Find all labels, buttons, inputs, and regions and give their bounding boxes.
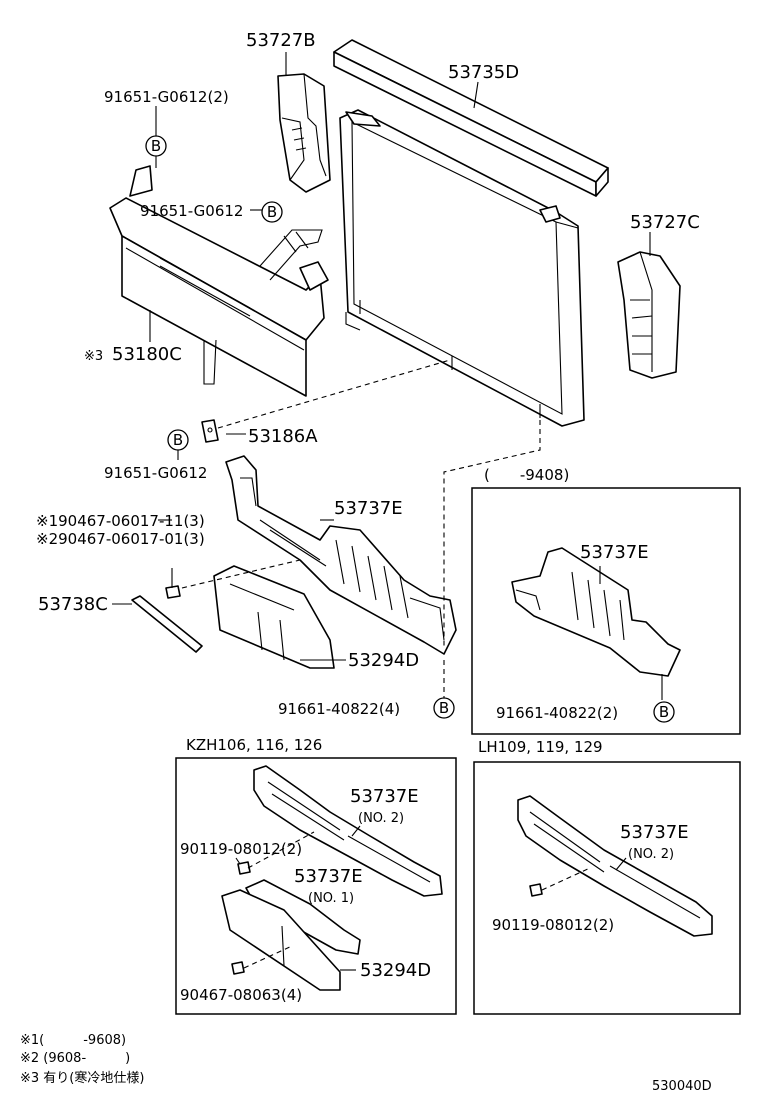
box3-label-53737e: 53737E (620, 822, 689, 843)
box2-label-no1: (NO. 1) (308, 891, 354, 906)
label-91651-g0612-low: 91651-G0612 (104, 464, 207, 482)
variant-box-kzh (175, 757, 457, 1015)
label-53180c-mark: ※3 (84, 349, 103, 364)
label-53735d: 53735D (448, 62, 519, 83)
under-cover-53737e (225, 455, 457, 655)
ref-b-circle-box1: B (653, 701, 675, 723)
label-91661-40822-4: 91661-40822(4) (278, 700, 400, 718)
seal-53738c (131, 595, 203, 653)
svg-text:B: B (659, 703, 669, 721)
splash-shield-53294d (213, 565, 335, 669)
leader-lines (112, 52, 651, 661)
reference-dashed-lines (181, 359, 541, 698)
label-91651-g0612-2: 91651-G0612(2) (104, 88, 229, 106)
ref-b-circle-mid: B (261, 201, 283, 223)
label-53294d-main: 53294D (348, 650, 419, 671)
svg-text:B: B (439, 699, 449, 717)
label-90467-06017-01: ※290467-06017-01(3) (36, 530, 205, 548)
label-53737e-main: 53737E (334, 498, 403, 519)
svg-text:B: B (173, 431, 183, 449)
variant-box-9408 (471, 487, 741, 735)
svg-text:B: B (267, 203, 277, 221)
air-guide-53727b (277, 73, 331, 193)
box1-label-53737e: 53737E (580, 542, 649, 563)
svg-text:B: B (151, 137, 161, 155)
box2-label-53737e-no2: 53737E (350, 786, 419, 807)
seal-53735d (333, 39, 609, 197)
ref-b-circle-low: B (167, 429, 189, 451)
ref-b-circle-top: B (145, 135, 167, 157)
label-91651-g0612-mid: 91651-G0612 (140, 202, 243, 220)
box2-label-no2: (NO. 2) (358, 811, 404, 826)
label-90467-06017-11: ※190467-06017-11(3) (36, 512, 205, 530)
diagram-code: 530040D (652, 1079, 712, 1094)
footnote-3: ※3 有り(寒冷地仕様) (20, 1070, 144, 1086)
box3-label-90119: 90119-08012(2) (492, 916, 614, 934)
box2-label-53737e-no1: 53737E (294, 866, 363, 887)
box2-label-53294d: 53294D (360, 960, 431, 981)
bolt-90467-icon (165, 568, 181, 599)
box2-label-90119: 90119-08012(2) (180, 840, 302, 858)
footnote-2: ※2 (9608- ) (20, 1051, 130, 1066)
box3-header: LH109, 119, 129 (478, 738, 603, 756)
label-53738c: 53738C (38, 594, 108, 615)
footnote-1: ※1( -9608) (20, 1033, 126, 1048)
label-53727b: 53727B (246, 30, 316, 51)
radiator-assembly (339, 109, 585, 427)
shroud-53180c (109, 165, 329, 397)
box3-label-no2: (NO. 2) (628, 847, 674, 862)
ref-b-circle-bottom: B (433, 697, 455, 719)
box2-header: KZH106, 116, 126 (186, 736, 322, 754)
air-guide-53727c (617, 251, 681, 379)
variant-box-lh (473, 761, 741, 1015)
box1-header: ( -9408) (484, 466, 569, 484)
box2-label-90467: 90467-08063(4) (180, 986, 302, 1004)
label-53727c: 53727C (630, 212, 700, 233)
box1-label-91661: 91661-40822(2) (496, 704, 618, 722)
label-53186a: 53186A (248, 426, 318, 447)
label-53180c: 53180C (112, 344, 182, 365)
bracket-53186a (201, 419, 219, 443)
